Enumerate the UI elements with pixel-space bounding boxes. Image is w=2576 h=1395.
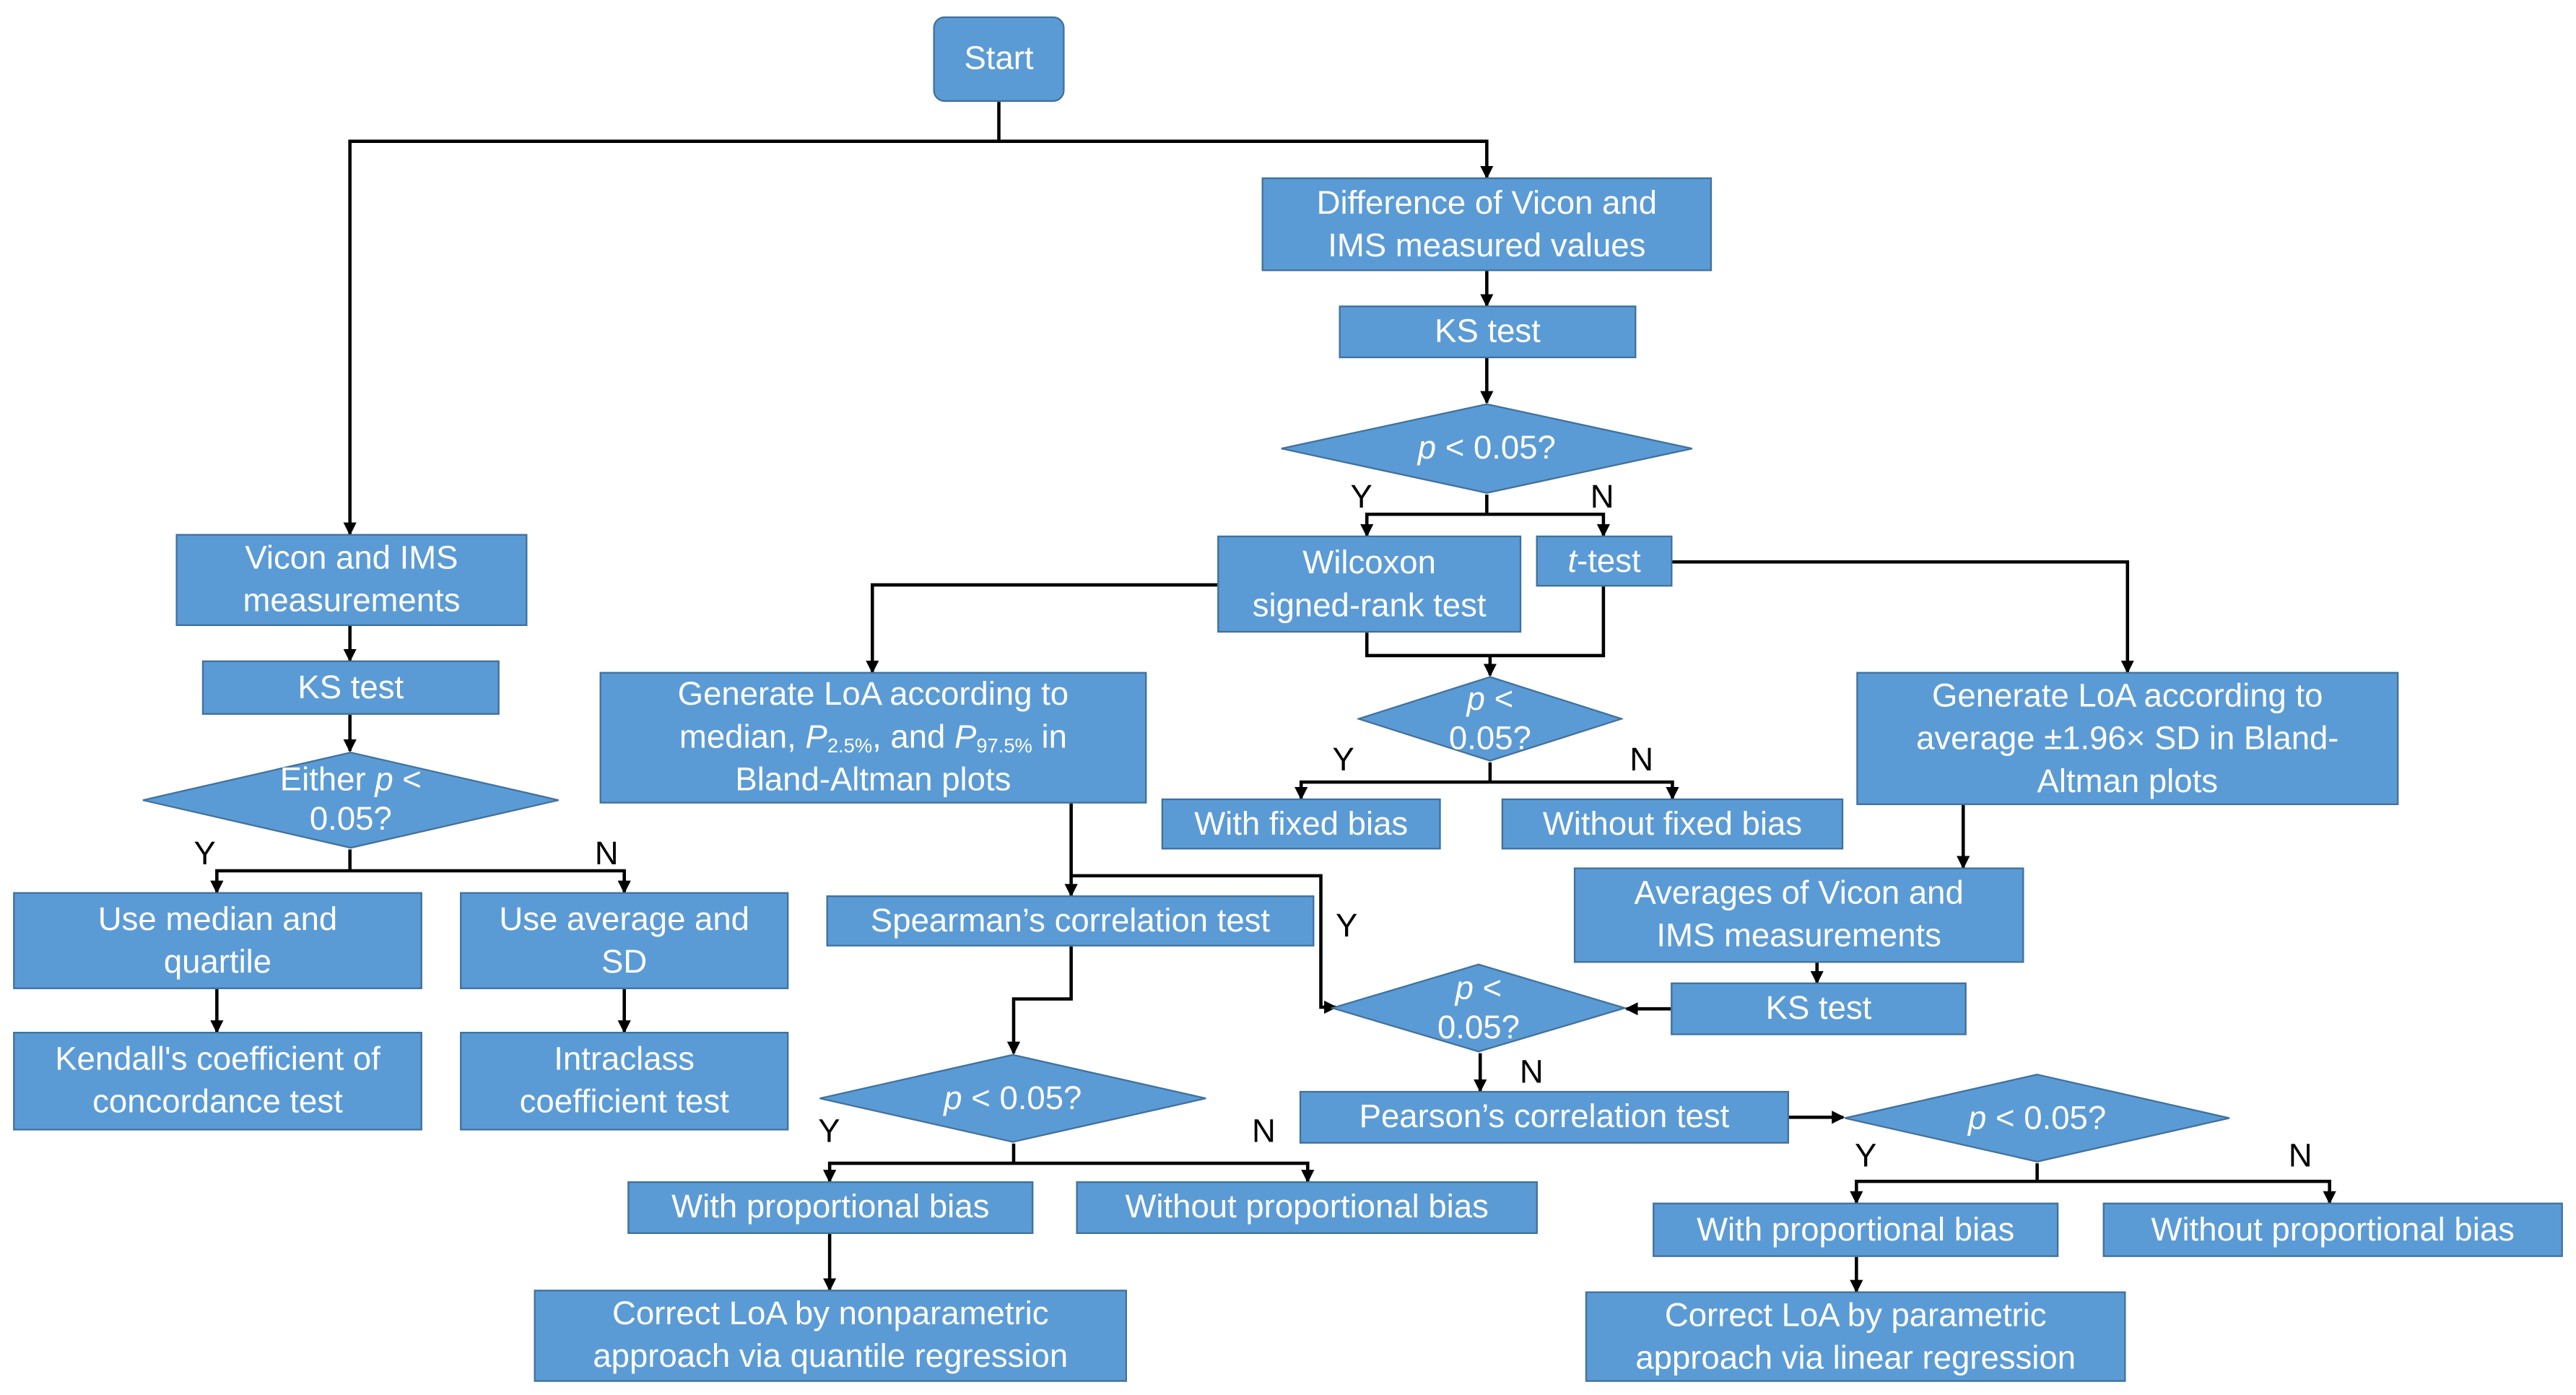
ks-test-top-label: KS test: [1435, 313, 1541, 350]
connector-to-average: [349, 869, 631, 894]
decision-proportional-np: p < 0.05?: [818, 1053, 1207, 1144]
label-yes-left: Y: [193, 836, 216, 873]
connector-spearman-diamond: [1006, 946, 1073, 1055]
decision-proportional-p-label: p < 0.05?: [1968, 1100, 2107, 1137]
decision-normality-center: p <0.05?: [1331, 962, 1627, 1053]
decision-either: Either p <0.05?: [142, 751, 560, 850]
connector-start-left: [343, 139, 999, 536]
decision-proportional-np-label: p < 0.05?: [944, 1080, 1082, 1117]
decision-either-label: Either p <0.05?: [279, 762, 422, 838]
connector-to-without-prop-np: [1013, 1161, 1315, 1183]
connector-wilcoxon-loa-np: [866, 583, 1218, 674]
without-proportional-bias-np-label: Without proportional bias: [1125, 1189, 1489, 1226]
connector-ttest-down: [1489, 586, 1606, 658]
decision-normality-center-label: p <0.05?: [1437, 970, 1520, 1046]
with-proportional-bias-np-label: With proportional bias: [671, 1189, 990, 1226]
with-fixed-bias-label: With fixed bias: [1194, 806, 1409, 843]
decision-proportional-p: p < 0.05?: [1843, 1073, 2231, 1163]
connector-to-without-fixed: [1489, 780, 1679, 801]
t-test-box: t-test: [1536, 535, 1673, 587]
connector-to-wilcoxon: [1360, 512, 1487, 538]
connector-ttest-loa-p: [1671, 560, 2134, 674]
connector-to-with-prop-np: [823, 1161, 1014, 1183]
decision-fixed-bias: p <0.05?: [1357, 675, 1624, 762]
loa-nonparametric-box: Generate LoA according to median, P2.5%,…: [599, 672, 1147, 804]
without-proportional-bias-p-label: Without proportional bias: [2151, 1212, 2515, 1248]
without-fixed-bias-label: Without fixed bias: [1542, 806, 1803, 843]
with-proportional-bias-p-box: With proportional bias: [1653, 1202, 2059, 1257]
label-no-center: N: [1519, 1054, 1544, 1091]
t-test-label: t-test: [1567, 543, 1641, 580]
ks-test-left-label: KS test: [297, 669, 404, 706]
decision-normality-top: p < 0.05?: [1280, 402, 1694, 494]
connector-to-ttest: [1487, 512, 1610, 538]
loa-nonparametric-label: Generate LoA according to median, P2.5%,…: [677, 677, 1069, 799]
ks-test-left-box: KS test: [201, 660, 500, 715]
with-proportional-bias-p-label: With proportional bias: [1697, 1212, 2015, 1248]
connector-junction-to-center: [1071, 874, 1338, 1014]
label-yes-top: Y: [1350, 479, 1372, 516]
ks-test-top-box: KS test: [1339, 305, 1637, 359]
label-no-fixed: N: [1629, 742, 1654, 779]
label-yes-fixed: Y: [1332, 742, 1354, 779]
spearman-label: Spearman’s correlation test: [870, 903, 1271, 939]
label-yes-center: Y: [1335, 908, 1358, 945]
decision-normality-top-label: p < 0.05?: [1417, 430, 1556, 467]
pearson-box: Pearson’s correlation test: [1299, 1090, 1790, 1144]
ks-test-right-box: KS test: [1671, 982, 1967, 1035]
decision-fixed-bias-label: p <0.05?: [1448, 681, 1531, 757]
with-proportional-bias-np-box: With proportional bias: [627, 1181, 1034, 1234]
ks-test-right-label: KS test: [1765, 991, 1872, 1027]
connector-to-with-fixed: [1294, 780, 1490, 801]
label-yes-p: Y: [1855, 1138, 1877, 1175]
pearson-label: Pearson’s correlation test: [1359, 1099, 1730, 1136]
label-no-left: N: [594, 836, 619, 873]
connector-to-median: [210, 869, 350, 894]
spearman-box: Spearman’s correlation test: [826, 895, 1315, 947]
with-fixed-bias-box: With fixed bias: [1161, 798, 1441, 850]
label-no-np: N: [1251, 1113, 1276, 1150]
connector-start-right: [998, 139, 1494, 180]
without-proportional-bias-p-box: Without proportional bias: [2102, 1202, 2563, 1257]
connector-to-with-prop-p: [1850, 1179, 2037, 1204]
connector-to-without-prop-p: [2037, 1179, 2336, 1204]
without-fixed-bias-box: Without fixed bias: [1501, 798, 1844, 850]
connector-wilcoxon-down: [1365, 633, 1490, 658]
label-yes-np: Y: [818, 1113, 840, 1150]
start-label: Start: [964, 40, 1034, 77]
label-no-p: N: [2288, 1138, 2312, 1175]
start-node: Start: [933, 16, 1065, 103]
label-no-top: N: [1590, 479, 1614, 516]
without-proportional-bias-np-box: Without proportional bias: [1076, 1181, 1538, 1234]
